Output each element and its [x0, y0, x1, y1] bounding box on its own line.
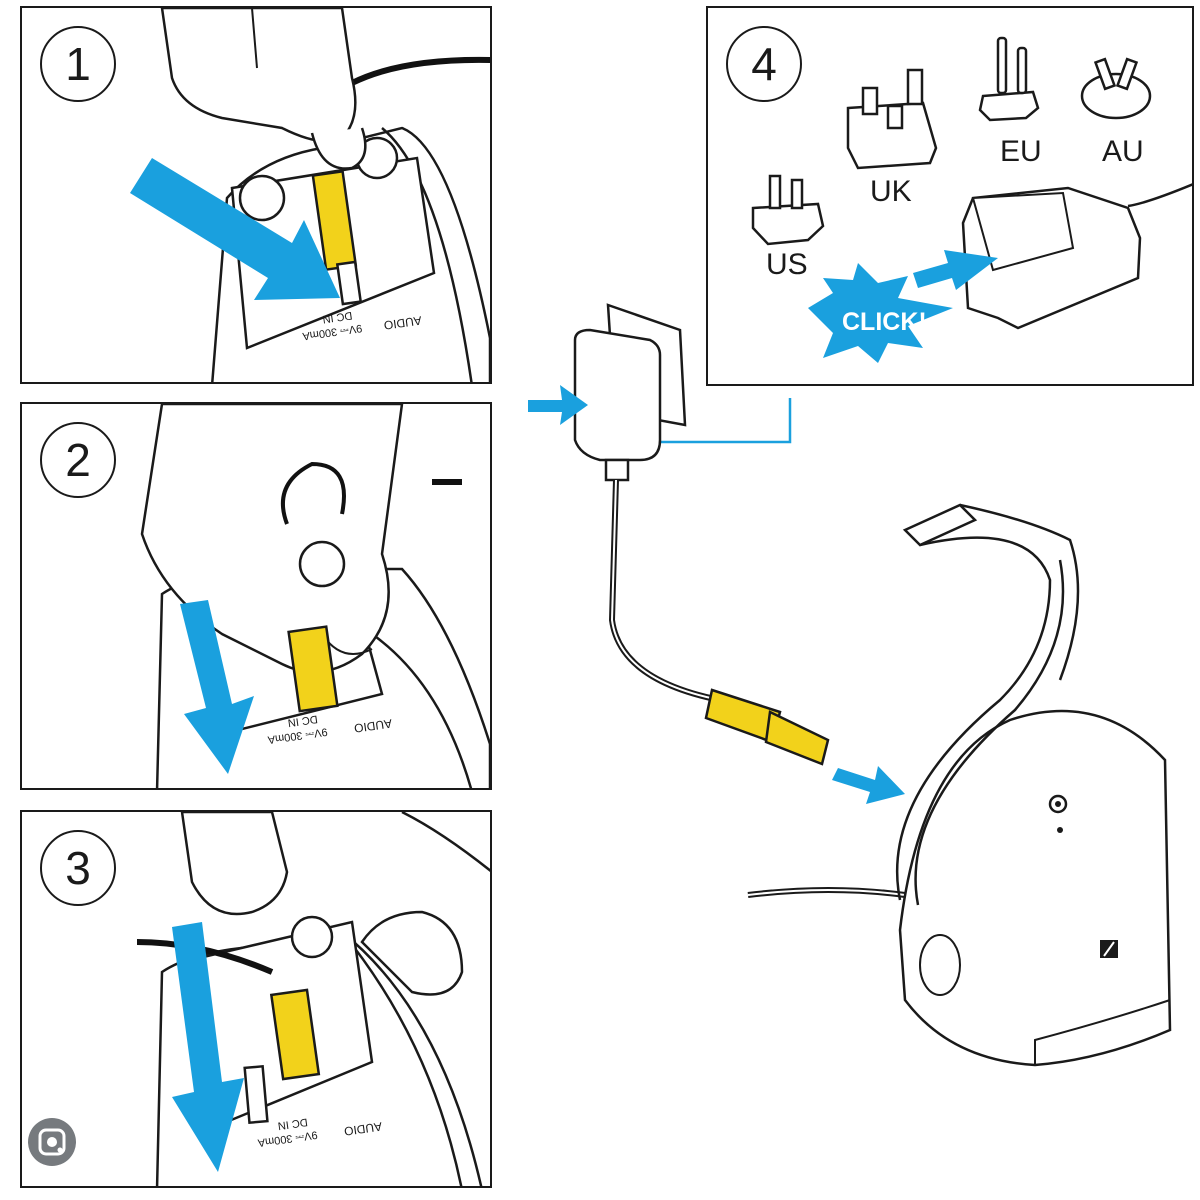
power-adapter [961, 183, 1192, 330]
step-2-panel: AUDIO 9V⎓ 300mA DC IN 2 [20, 402, 492, 790]
step-4-illustration: UK EU AU US [751, 36, 1192, 363]
charging-base-station [747, 503, 1172, 1067]
eu-plug-icon: EU [978, 36, 1042, 168]
google-lens-icon[interactable] [28, 1118, 76, 1166]
uk-label: UK [870, 175, 912, 208]
click-burst [808, 263, 953, 363]
us-label: US [766, 248, 808, 281]
plug-in-arrow [528, 385, 588, 425]
dc-in-label: DC IN [322, 309, 353, 325]
audio-port-label: AUDIO [343, 1119, 383, 1138]
eu-label: EU [1000, 135, 1042, 168]
step-2-badge: 2 [40, 422, 116, 498]
au-plug-icon: AU [1080, 57, 1152, 168]
attach-arrow [913, 250, 998, 290]
audio-port-label: AUDIO [353, 716, 393, 735]
push-down-arrow [172, 922, 244, 1172]
us-plug-icon: US [751, 174, 825, 281]
dc-plug [704, 688, 830, 766]
leader-line [606, 398, 792, 444]
step-1-badge: 1 [40, 26, 116, 102]
connect-arrow [832, 766, 905, 804]
insert-arrow [130, 158, 340, 300]
step-1-illustration: AUDIO 9V⎓ 300mA DC IN [130, 8, 490, 382]
step-4-panel: UK EU AU US [706, 6, 1194, 386]
au-label: AU [1102, 135, 1144, 168]
step-1-panel: AUDIO 9V⎓ 300mA DC IN 1 [20, 6, 492, 384]
charge-led-icon [1057, 827, 1063, 833]
dc-in-label: DC IN [287, 713, 318, 729]
push-down-arrow [180, 600, 254, 774]
wall-charger [573, 303, 687, 482]
step-3-illustration: AUDIO 9V⎓ 300mA DC IN [136, 812, 490, 1186]
dc-in-label: DC IN [277, 1116, 308, 1132]
audio-port-label: AUDIO [383, 313, 423, 332]
step-3-panel: AUDIO 9V⎓ 300mA DC IN 3 [20, 810, 492, 1188]
step-3-badge: 3 [40, 830, 116, 906]
step-2-illustration: AUDIO 9V⎓ 300mA DC IN [140, 404, 490, 788]
step-4-badge: 4 [726, 26, 802, 102]
uk-plug-icon: UK [846, 68, 938, 208]
click-text: CLICK! [842, 308, 927, 336]
